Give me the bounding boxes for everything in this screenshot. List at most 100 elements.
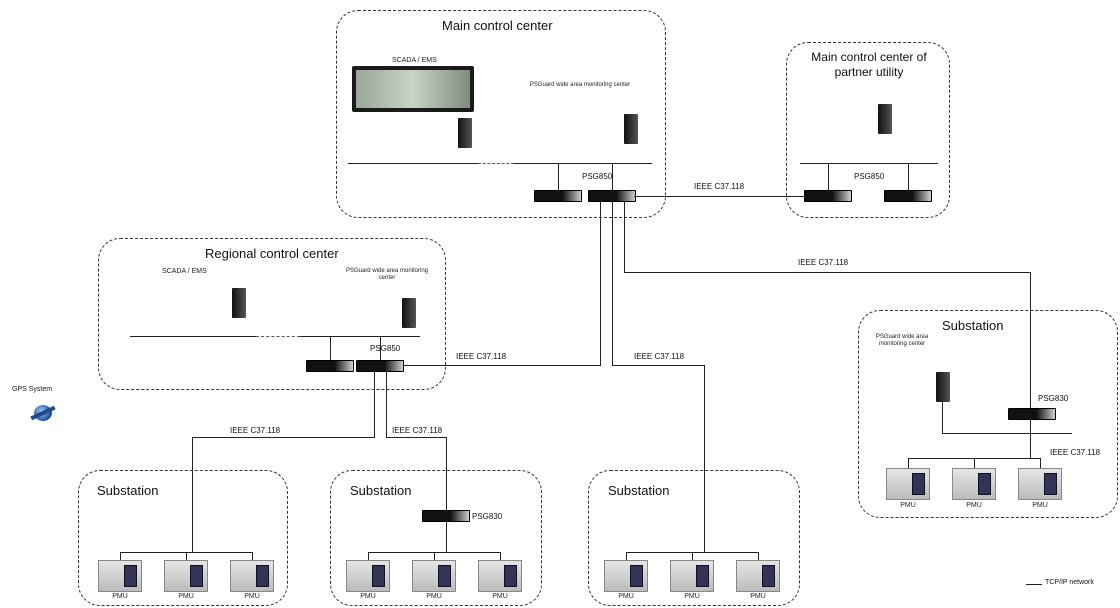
substation-3-pmu-drop-3 <box>758 552 760 561</box>
substation-right-psg-label: PSG830 <box>1038 394 1069 403</box>
gps-satellite-icon <box>30 402 56 424</box>
regional-scada-monitor-2 <box>182 280 222 318</box>
substation-right <box>858 310 1118 518</box>
gps-label: GPS System <box>12 386 53 393</box>
substation-2-pmu-drop-3 <box>500 552 502 561</box>
regional-control-center <box>98 238 446 390</box>
substation-3 <box>588 470 800 606</box>
substation-2-pmu-1 <box>346 560 390 592</box>
substation-right-pmu-drop-3 <box>1040 458 1042 468</box>
partner-drop-2 <box>908 163 910 191</box>
regional-psg-device-1 <box>306 360 354 372</box>
regional-psguard-monitor <box>354 290 394 328</box>
main-drop-2 <box>612 163 614 191</box>
regional-control-center-title: Regional control center <box>205 246 339 261</box>
substation-right-psg-drop <box>1030 418 1032 458</box>
partner-control-center <box>786 42 950 218</box>
main-scada-monitor-2 <box>408 108 448 146</box>
regional-psg-device-2 <box>356 360 404 372</box>
substation-1-pmu-drop-1 <box>120 552 122 561</box>
substation-1-pmu-drop-2 <box>186 552 188 561</box>
link-regional-sub1-h <box>192 437 374 439</box>
substation-right-pmu-2 <box>952 468 996 500</box>
substation-3-pmu-2-label: PMU <box>684 593 700 600</box>
main-lan-left <box>348 163 478 165</box>
partner-monitor <box>826 92 866 130</box>
link-regional-sub1-label: IEEE C37.118 <box>230 426 281 435</box>
link-main-rsub-h <box>624 272 1030 274</box>
substation-1 <box>78 470 288 606</box>
substation-right-link-label: IEEE C37.118 <box>1050 448 1101 457</box>
substation-3-pmu-drop-1 <box>626 552 628 561</box>
substation-1-title: Substation <box>97 483 159 498</box>
link-main-sub3-h <box>612 365 704 367</box>
link-main-sub3-v2 <box>704 365 706 553</box>
main-psguard-tower <box>624 114 638 144</box>
partner-psg-device-2 <box>884 190 932 202</box>
link-regional-sub2-label: IEEE C37.118 <box>392 426 443 435</box>
regional-drop-2 <box>380 336 382 360</box>
substation-1-pmu-drop-3 <box>252 552 254 561</box>
substation-2-pmu-2 <box>412 560 456 592</box>
link-regional-sub1-v1 <box>374 370 376 438</box>
substation-2-pmu-drop-2 <box>434 552 436 561</box>
main-scada-label: SCADA / EMS <box>392 57 437 64</box>
main-scada-monitor-1 <box>362 108 402 146</box>
main-psg-label: PSG850 <box>582 172 613 181</box>
legend-line <box>1026 584 1042 586</box>
main-lan-right <box>514 163 652 165</box>
regional-psg-label: PSG850 <box>370 344 401 353</box>
substation-2-pmu-3 <box>478 560 522 592</box>
partner-control-center-title: Main control center of partner utility <box>811 50 927 79</box>
regional-lan-right <box>300 336 420 338</box>
link-regional-sub2-v2 <box>446 437 448 515</box>
link-main-partner-label: IEEE C37.118 <box>694 182 745 191</box>
link-main-rsub-v2 <box>1030 272 1032 410</box>
regional-psguard-tower <box>402 298 416 328</box>
substation-1-pmu-1 <box>98 560 142 592</box>
regional-scada-label: SCADA / EMS <box>162 268 207 275</box>
link-regional-sub2-h <box>386 437 446 439</box>
substation-right-pmu-3-label: PMU <box>1032 502 1048 509</box>
substation-right-psg-device <box>1008 408 1056 420</box>
substation-right-pmu-3 <box>1018 468 1062 500</box>
substation-right-pmu-drop-2 <box>974 458 976 468</box>
substation-right-title: Substation <box>942 318 1004 333</box>
link-main-sub3-v1 <box>612 202 614 365</box>
main-control-center <box>336 10 666 218</box>
link-main-sub3-label: IEEE C37.118 <box>634 352 685 361</box>
substation-2-pmu-drop-1 <box>368 552 370 561</box>
main-scada-tower <box>458 118 472 148</box>
substation-3-pmu-2 <box>670 560 714 592</box>
main-psg-device-2 <box>588 190 636 202</box>
partner-drop-1 <box>828 163 830 191</box>
substation-3-pmu-3 <box>736 560 780 592</box>
substation-right-pmu-2-label: PMU <box>966 502 982 509</box>
main-control-center-title: Main control center <box>442 18 553 33</box>
regional-psguard-label: PSGuard wide area monitoring center <box>345 268 429 281</box>
partner-tower <box>878 104 892 134</box>
substation-1-pmu-1-label: PMU <box>112 593 128 600</box>
regional-drop-1 <box>330 336 332 360</box>
substation-right-lan <box>942 433 1072 435</box>
regional-lan-dashed <box>256 336 300 337</box>
main-psg-device-1 <box>534 190 582 202</box>
main-lan-dashed <box>478 163 514 164</box>
substation-2 <box>330 470 542 606</box>
link-main-rsub-v1 <box>624 202 626 272</box>
substation-2-pmu-3-label: PMU <box>492 593 508 600</box>
main-psguard-monitor-2 <box>574 104 614 142</box>
partner-psg-device-1 <box>804 190 852 202</box>
substation-3-pmu-1-label: PMU <box>618 593 634 600</box>
link-main-partner <box>634 196 804 198</box>
main-drop-1 <box>558 163 560 191</box>
substation-1-pmu-2-label: PMU <box>178 593 194 600</box>
regional-lan-left <box>130 336 256 338</box>
substation-3-pmu-drop-2 <box>692 552 694 561</box>
substation-2-psg-drop <box>446 520 448 552</box>
link-main-rsub-label: IEEE C37.118 <box>798 258 849 267</box>
substation-3-pmu-3-label: PMU <box>750 593 766 600</box>
main-psguard-monitor-1 <box>528 104 568 142</box>
substation-right-pmu-1-label: PMU <box>900 502 916 509</box>
substation-1-pmu-3-label: PMU <box>244 593 260 600</box>
